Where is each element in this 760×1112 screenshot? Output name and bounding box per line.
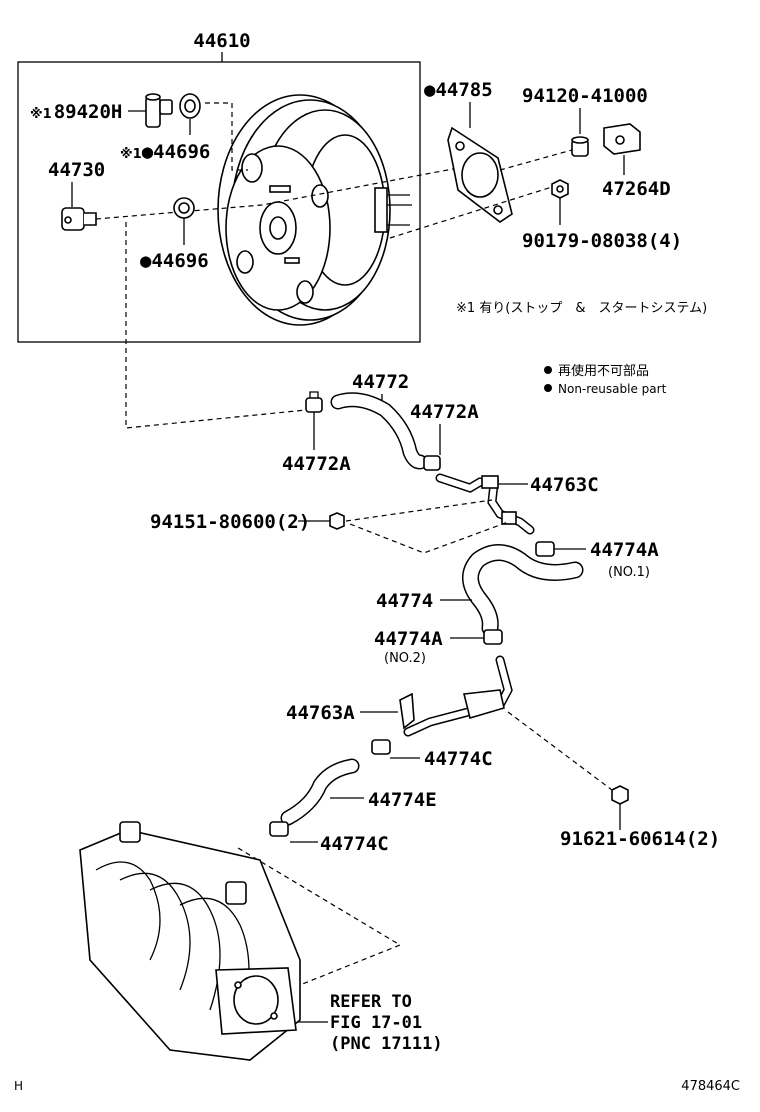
label-44772a-right: 44772A [410,401,479,423]
note-mark-44696: ※1 [120,147,142,162]
booster-assembly-frame [17,61,421,343]
bolt-94151 [329,512,345,530]
legend-non-reusable-jp: 再使用不可部品 [558,363,649,379]
label-44696-lower: 44696 [151,250,208,272]
note-mark-89420h: ※1 [30,107,52,122]
svg-text:●44696: ●44696 [140,250,209,272]
pipe-44763a [399,655,513,737]
refer-line-1: REFER TO [330,992,412,1012]
clip-44772a-left [305,391,323,413]
svg-text:●44785: ●44785 [424,79,493,101]
note-stop-start: ※1 有り(ストップ & スタートシステム) [456,301,707,316]
non-reusable-dot-44785: ● [424,79,436,101]
hose-44772 [332,393,426,468]
legend-dot-jp [544,366,552,374]
label-44774c-upper: 44774C [424,748,493,770]
label-44763c: 44763C [530,474,599,496]
label-94151-80600: 94151-80600(2) [150,511,310,533]
footer-right-code: 478464C [681,1079,740,1094]
footer-left: H [14,1079,23,1093]
label-90179-08038: 90179-08038(4) [522,230,682,252]
non-reusable-dot-44696a: ● [142,141,154,163]
check-valve-connector-89420h [145,93,173,128]
brake-booster [217,94,412,326]
nut-90179 [551,179,569,199]
label-44774a-no2: 44774A [374,628,443,650]
hose-44774e [282,760,358,824]
clip-44774a-no2 [483,629,503,645]
label-47264d: 47264D [602,178,671,200]
label-44774c-lower: 44774C [320,833,389,855]
label-44785: 44785 [435,79,492,101]
intake-manifold [79,821,301,1061]
label-44774a-no1: 44774A [590,539,659,561]
bolt-91621 [611,785,629,805]
label-44774a-no2-sub: (NO.2) [384,651,426,666]
clip-44772a-right [423,455,441,471]
hose-44774 [463,545,582,635]
grommet-44696-lower [173,197,195,219]
label-44772: 44772 [352,371,409,393]
label-44763a: 44763A [286,702,355,724]
clip-44774a-no1 [535,541,555,557]
label-44772a-left: 44772A [282,453,351,475]
label-94120-41000: 94120-41000 [522,85,648,107]
label-89420h: 89420H [54,101,123,123]
svg-text:※1●44696: ※1●44696 [120,141,210,163]
refer-line-2: FIG 17-01 [330,1013,422,1033]
label-44696-upper: 44696 [153,141,210,163]
legend-non-reusable-en: Non-reusable part [558,382,667,396]
grommet-44696-upper [179,93,201,119]
spacer-94120 [571,136,589,157]
label-44774a-no1-sub: (NO.1) [608,565,650,580]
bracket-47264d [603,123,641,155]
label-44774: 44774 [376,590,433,612]
label-44730: 44730 [48,159,105,181]
clip-44774c-upper [371,739,391,755]
clip-44774c-lower [269,821,289,837]
non-reusable-dot-44696b: ● [140,250,152,272]
label-44610: 44610 [193,30,250,52]
gasket-44785 [447,126,513,223]
legend-dot-en [544,384,552,392]
label-91621-60614: 91621-60614(2) [560,828,720,850]
pipe-44763c [435,473,535,535]
check-valve-44730 [61,207,97,231]
refer-line-3: (PNC 17111) [330,1034,443,1054]
label-44774e: 44774E [368,789,437,811]
